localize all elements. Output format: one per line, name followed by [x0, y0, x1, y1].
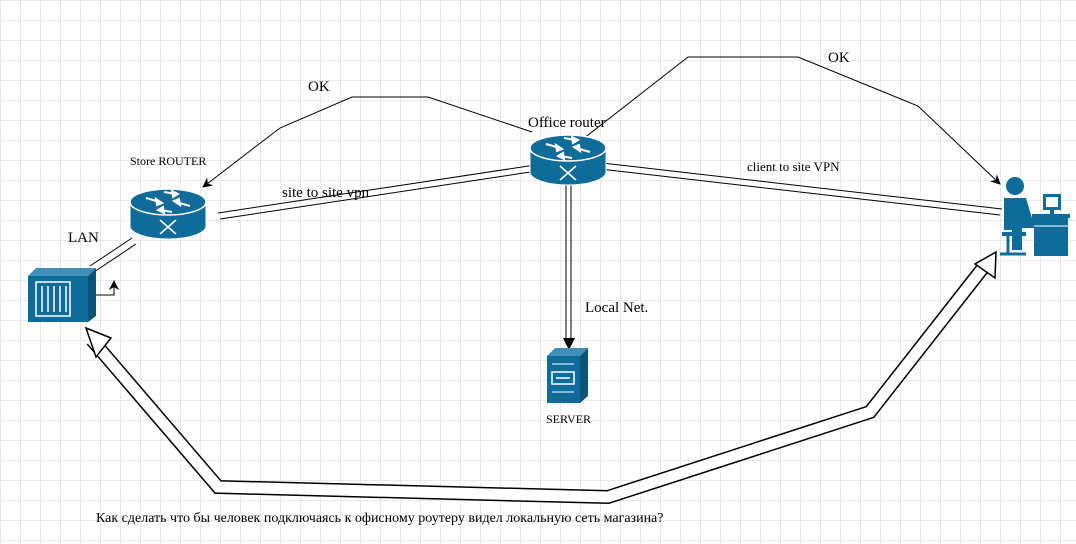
local-net-label: Local Net.: [585, 300, 649, 316]
question-text: Как сделать что бы человек подключаясь к…: [96, 511, 664, 526]
ok-label-left: OK: [308, 79, 330, 95]
ok-arrow-right: [555, 56, 1001, 185]
client-to-site-label: client to site VPN: [747, 159, 840, 174]
server-icon: [547, 348, 588, 403]
ok-arrow-left: [202, 96, 533, 188]
server-label: SERVER: [546, 412, 592, 426]
office-router-icon: [529, 134, 607, 186]
user-workstation-icon: [1000, 177, 1070, 256]
ok-label-right: OK: [828, 50, 850, 66]
lan-switch-icon: [28, 268, 96, 322]
store-router-label: Store ROUTER: [130, 154, 207, 168]
site-to-site-label: site to site vpn: [282, 185, 370, 201]
store-router-icon: [129, 188, 207, 240]
client-to-site-link: [599, 162, 1003, 216]
lan-label: LAN: [68, 230, 99, 246]
lan-small-arrow: [94, 280, 119, 296]
site-to-site-link: [217, 164, 538, 220]
hollow-return-arrow: [84, 250, 997, 505]
lan-link: [89, 237, 137, 273]
local-net-link: [563, 184, 575, 350]
office-router-label: Office router: [528, 115, 606, 131]
